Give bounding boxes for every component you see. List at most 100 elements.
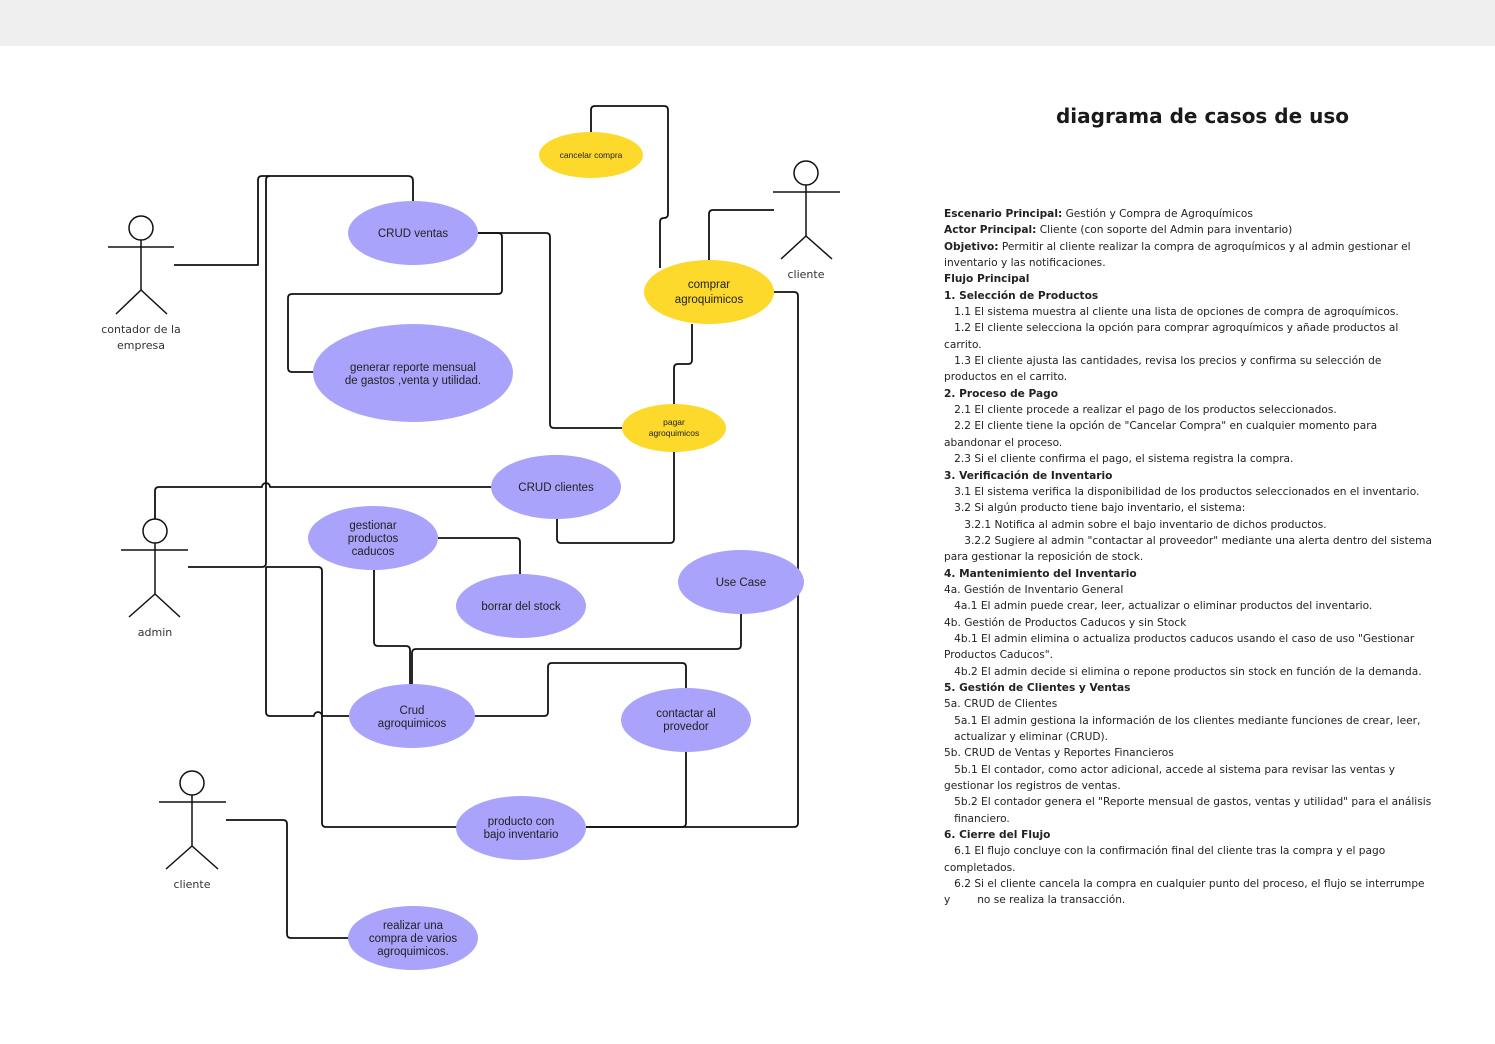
scenario-line: 4b.2 El admin decide si elimina o repone… [944, 664, 1434, 680]
scenario-line: 2.3 Si el cliente confirma el pago, el s… [944, 451, 1434, 467]
connector-cliente-realizar-compra [226, 819, 349, 939]
use-case-crud-clientes[interactable]: CRUD clientes [491, 455, 621, 519]
connector-comprar-pagar [673, 324, 693, 404]
scenario-line: 5. Gestión de Clientes y Ventas [944, 680, 1434, 696]
scenario-line: 2.2 El cliente tiene la opción de "Cance… [944, 418, 1434, 451]
scenario-line: 5a. CRUD de Clientes [944, 696, 1434, 712]
scenario-line-text: 6.1 El flujo concluye con la confirmació… [944, 845, 1389, 874]
connector-contactar-bajo-inventario [586, 750, 687, 828]
scenario-line-bold: 3. Verificación de Inventario [944, 469, 1113, 482]
scenario-line: Objetivo: Permitir al cliente realizar l… [944, 239, 1434, 272]
scenario-line: 1.2 El cliente selecciona la opción para… [944, 320, 1434, 353]
scenario-line-text: 5b.2 El contador genera el "Reporte mens… [954, 796, 1432, 825]
scenario-line: 4b. Gestión de Productos Caducos y sin S… [944, 615, 1434, 631]
scenario-line-text: 3.1 El sistema verifica la disponibilida… [944, 485, 1420, 498]
scenario-line: 1. Selección de Productos [944, 288, 1434, 304]
scenario-line-bold: Actor Principal: [944, 224, 1037, 237]
use-case-label: CRUD clientes [518, 482, 594, 494]
scenario-line: 4. Mantenimiento del Inventario [944, 566, 1434, 582]
scenario-line: 5a.1 El admin gestiona la información de… [944, 713, 1434, 746]
scenario-line-text: 6.2 Si el cliente cancela la compra en c… [944, 878, 1425, 907]
scenario-line-bold: 2. Proceso de Pago [944, 387, 1059, 400]
use-case-label: borrar del stock [481, 601, 561, 613]
connector-lines [154, 105, 799, 939]
scenario-line: 3.2 Si algún producto tiene bajo inventa… [944, 500, 1434, 516]
connector-crud-ventas-reporte [287, 232, 503, 373]
scenario-line: 4b.1 El admin elimina o actualiza produc… [944, 631, 1434, 664]
actor-cliente-bottom[interactable] [159, 770, 226, 870]
connector-caducos-crud-agro [373, 570, 411, 686]
use-case-crud-ventas[interactable]: CRUD ventas [348, 201, 478, 265]
actor-label-cliente-bottom: cliente [174, 878, 211, 891]
scenario-description: Escenario Principal: Gestión y Compra de… [944, 206, 1434, 909]
scenario-line: 6.1 El flujo concluye con la confirmació… [944, 843, 1434, 876]
actor-admin[interactable] [121, 518, 188, 618]
scenario-line: 3.2.2 Sugiere al admin "contactar al pro… [944, 533, 1434, 566]
actor-label-admin: admin [138, 626, 172, 639]
connector-crud-agro-contactar [474, 662, 687, 717]
scenario-line-text: 2.2 El cliente tiene la opción de "Cance… [944, 420, 1381, 449]
connector-admin-crud-clientes [154, 482, 492, 519]
connector-pagar-crud-clientes [556, 452, 675, 544]
scenario-line: 3. Verificación de Inventario [944, 468, 1434, 484]
scenario-line: 4a. Gestión de Inventario General [944, 582, 1434, 598]
top-toolbar-strip [0, 0, 1495, 46]
scenario-line: 3.1 El sistema verifica la disponibilida… [944, 484, 1434, 500]
scenario-line-text: 4b.1 El admin elimina o actualiza produc… [944, 632, 1418, 662]
scenario-line-text: 4b. Gestión de Productos Caducos y sin S… [944, 616, 1187, 629]
scenario-line-text: Cliente (con soporte del Admin para inve… [1036, 224, 1293, 237]
scenario-line-text: 4b.2 El admin decide si elimina o repone… [944, 665, 1422, 678]
use-case-cancelar-compra[interactable]: cancelar compra [539, 132, 643, 178]
scenario-line: 5b.1 El contador, como actor adicional, … [944, 762, 1434, 795]
scenario-line-text: 5b.1 El contador, como actor adicional, … [944, 763, 1399, 793]
scenario-line-bold: Escenario Principal: [944, 208, 1063, 220]
scenario-line-text: 1.2 El cliente selecciona la opción para… [944, 322, 1402, 351]
connector-admin-trunk [188, 175, 271, 568]
scenario-line-bold: Objetivo: [944, 240, 999, 253]
actor-contador[interactable] [108, 215, 174, 315]
scenario-line-text: 4a.1 El admin puede crear, leer, actuali… [944, 600, 1373, 613]
scenario-line-text: 4a. Gestión de Inventario General [944, 583, 1124, 596]
scenario-line: 4a.1 El admin puede crear, leer, actuali… [944, 598, 1434, 614]
scenario-line-text: 3.2 Si algún producto tiene bajo inventa… [944, 502, 1246, 515]
use-case-label: CRUD ventas [378, 228, 449, 240]
scenario-line-text: 5a. CRUD de Clientes [944, 698, 1058, 711]
connector-cancelar-comprar [590, 105, 669, 268]
scenario-line-bold: Flujo Principal [944, 273, 1030, 286]
scenario-line-text: 2.1 El cliente procede a realizar el pag… [944, 404, 1337, 417]
connector-contador-crud-ventas [174, 175, 414, 266]
scenario-line-text: 3.2.1 Notifica al admin sobre el bajo in… [944, 518, 1327, 531]
scenario-line: 5b.2 El contador genera el "Reporte mens… [944, 794, 1434, 827]
use-case-label: Use Case [716, 577, 767, 589]
connector-crud-ventas-pagar [478, 232, 622, 429]
actor-label-cliente-top: cliente [788, 268, 825, 281]
scenario-line-text: 1.1 El sistema muestra al cliente una li… [944, 306, 1399, 319]
scenario-line: 5b. CRUD de Ventas y Reportes Financiero… [944, 745, 1434, 761]
scenario-line-bold: 5. Gestión de Clientes y Ventas [944, 681, 1131, 694]
diagram-title: diagrama de casos de uso [1055, 104, 1350, 128]
connector-admin-bajo-inventario [266, 566, 457, 828]
scenario-line: 1.1 El sistema muestra al cliente una li… [944, 304, 1434, 320]
scenario-line-text: 3.2.2 Sugiere al admin "contactar al pro… [944, 534, 1436, 564]
connector-admin-crud-agro [265, 567, 349, 717]
scenario-line-text: Gestión y Compra de Agroquímicos [1062, 208, 1253, 220]
scenario-line: 6. Cierre del Flujo [944, 827, 1434, 843]
actor-cliente-top[interactable] [773, 160, 840, 260]
use-case-generic[interactable]: Use Case [678, 550, 804, 614]
use-case-borrar-stock[interactable]: borrar del stock [456, 574, 586, 638]
